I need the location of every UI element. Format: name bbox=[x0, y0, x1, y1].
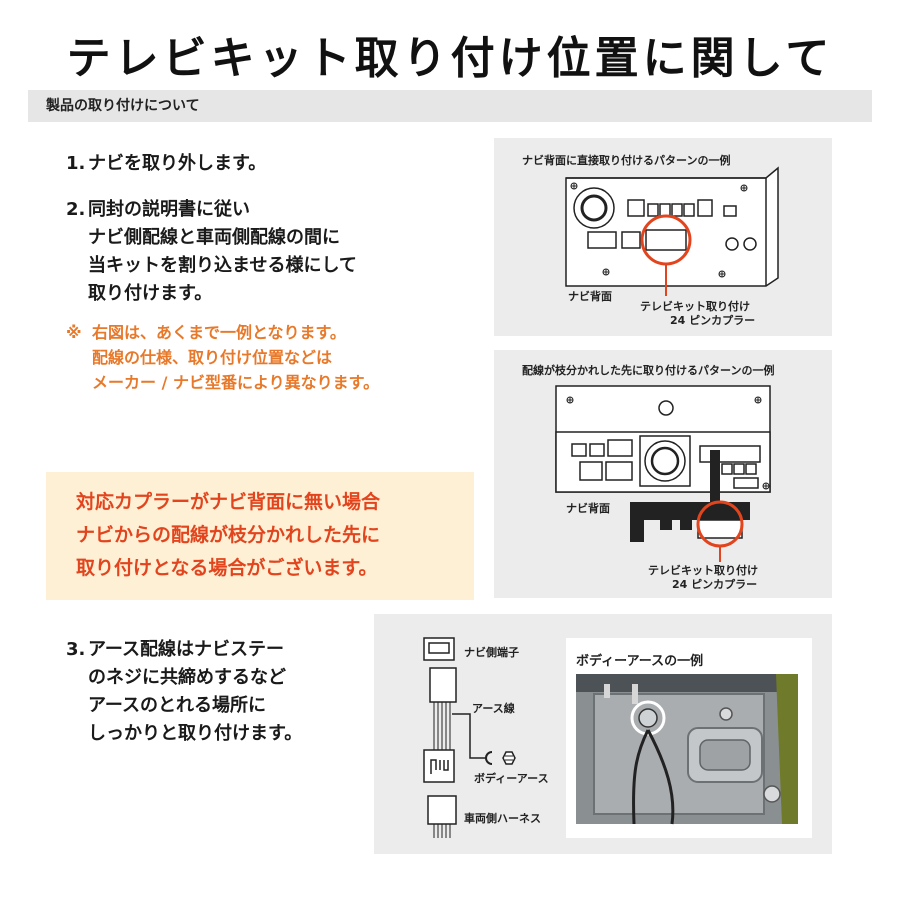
body-earth-photo-card: ボディーアースの一例 bbox=[566, 638, 812, 838]
connector-round bbox=[573, 187, 615, 229]
wiring-illustration bbox=[423, 637, 516, 838]
callout-text: 取り付けとなる場合がございます。 bbox=[76, 557, 378, 579]
navi-branch-illustration bbox=[555, 385, 771, 562]
step-text: アース配線はナビステー bbox=[88, 639, 285, 660]
diagram-caption: ナビ背面に直接取り付けるパターンの一例 bbox=[522, 154, 731, 167]
step-1: 1.ナビを取り外します。 bbox=[66, 150, 266, 178]
earth-terminal-icon bbox=[485, 751, 493, 765]
navi-back-illustration bbox=[565, 166, 779, 296]
earth-wire-label: アース線 bbox=[472, 702, 515, 715]
bolt-icon bbox=[502, 751, 516, 765]
target-coupler bbox=[697, 519, 743, 539]
note-mark: ※ bbox=[66, 323, 82, 342]
step-text: 取り付けます。 bbox=[88, 283, 213, 304]
step-number: 2. bbox=[66, 199, 86, 220]
kit-connector-top bbox=[429, 667, 457, 703]
earth-wire bbox=[452, 713, 486, 759]
section-header: 製品の取り付けについて bbox=[28, 90, 872, 122]
branch-wire bbox=[710, 450, 720, 514]
vehicle-harness-connector bbox=[427, 795, 457, 825]
step-2: 2.同封の説明書に従い ナビ側配線と車両側配線の間に 当キットを割り込ませる様に… bbox=[66, 196, 357, 308]
coupler-pin-label: 24 ピンカプラー bbox=[672, 578, 758, 591]
navi-back-label: ナビ背面 bbox=[566, 502, 610, 515]
body-earth-photo bbox=[576, 674, 798, 825]
step-number: 3. bbox=[66, 639, 86, 660]
step-text: しっかりと取り付けます。 bbox=[88, 723, 303, 744]
page-title: テレビキット取り付け位置に関して bbox=[66, 33, 834, 84]
note-text: メーカー / ナビ型番により異なります。 bbox=[92, 373, 380, 392]
step-number: 1. bbox=[66, 153, 86, 174]
coupler-pin-label: 24 ピンカプラー bbox=[670, 314, 756, 327]
target-coupler bbox=[645, 229, 687, 251]
earth-bolt bbox=[638, 708, 658, 728]
navi-back-label: ナビ背面 bbox=[568, 290, 612, 303]
coupler-label: テレビキット取り付け bbox=[648, 564, 758, 577]
diagram-direct-mount: ナビ背面に直接取り付けるパターンの一例 bbox=[494, 138, 832, 336]
step-text: 当キットを割り込ませる様にして bbox=[88, 255, 357, 276]
step-3: 3.アース配線はナビステー のネジに共締めするなど アースのとれる場所に しっか… bbox=[66, 636, 302, 748]
earth-wire-photo bbox=[632, 729, 650, 825]
diagram-branch-mount: 配線が枝分かれした先に取り付けるパターンの一例 bbox=[494, 350, 832, 598]
caution-note: ※ 右図は、あくまで一例となります。 配線の仕様、取り付け位置などは メーカー /… bbox=[66, 320, 379, 395]
note-text: 配線の仕様、取り付け位置などは bbox=[92, 348, 333, 367]
coupler-label: テレビキット取り付け bbox=[640, 300, 750, 313]
body-earth-label: ボディーアース bbox=[474, 772, 549, 785]
step-text: ナビ側配線と車両側配線の間に bbox=[88, 227, 340, 248]
callout-text: ナビからの配線が枝分かれした先に bbox=[76, 524, 381, 546]
photo-highlight-circle bbox=[630, 700, 666, 736]
diagram-caption: 配線が枝分かれした先に取り付けるパターンの一例 bbox=[522, 364, 775, 377]
step-text: のネジに共締めするなど bbox=[88, 667, 286, 688]
navi-terminal-label: ナビ側端子 bbox=[464, 646, 519, 659]
vehicle-harness-label: 車両側ハーネス bbox=[464, 812, 541, 825]
step-text: 同封の説明書に従い bbox=[88, 199, 250, 220]
kit-connector-bottom bbox=[423, 749, 455, 783]
callout-box: 対応カプラーがナビ背面に無い場合 ナビからの配線が枝分かれした先に 取り付けとな… bbox=[46, 472, 474, 600]
photo-title: ボディーアースの一例 bbox=[576, 654, 704, 669]
step-text: ナビを取り外します。 bbox=[88, 153, 267, 174]
step-text: アースのとれる場所に bbox=[88, 695, 267, 716]
note-text: 右図は、あくまで一例となります。 bbox=[92, 323, 346, 342]
callout-text: 対応カプラーがナビ背面に無い場合 bbox=[76, 491, 381, 513]
